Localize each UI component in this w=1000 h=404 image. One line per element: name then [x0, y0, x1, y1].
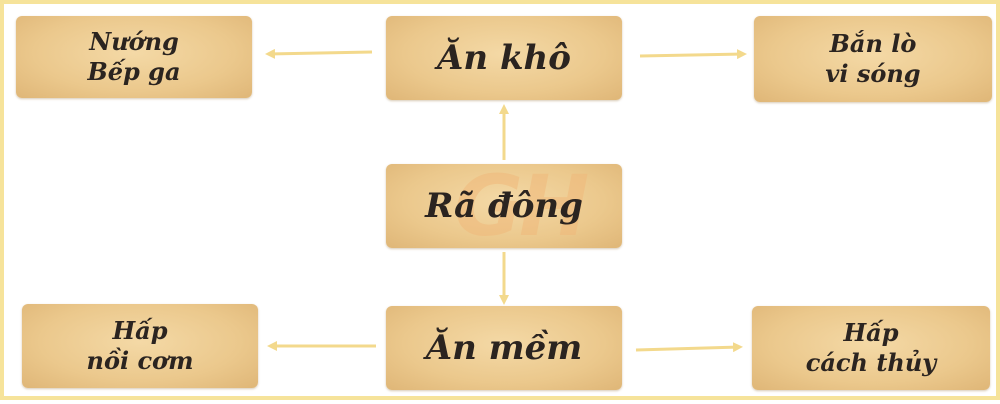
node-hap-noi-com: Hấp nồi cơm	[22, 304, 258, 388]
node-label: Ăn mềm	[425, 327, 583, 368]
node-hap-cach-thuy: Hấp cách thủy	[752, 306, 990, 390]
node-label: Bếp ga	[87, 57, 181, 86]
node-an-mem: Ăn mềm	[386, 306, 622, 390]
node-label: cách thủy	[805, 348, 937, 377]
node-label: Hấp	[843, 318, 899, 347]
node-nuong-bep-ga: Nướng Bếp ga	[16, 16, 252, 98]
node-label: nồi cơm	[86, 346, 194, 375]
arrow-to-hap-cach-thuy	[635, 342, 743, 353]
arrow-to-lo-vi-song	[639, 49, 747, 60]
node-label: Bắn lò	[829, 29, 917, 58]
node-label: Rã đông	[425, 185, 583, 226]
node-label: Hấp	[112, 316, 168, 345]
arrow-to-nuong	[265, 48, 373, 59]
node-label: Nướng	[89, 27, 179, 56]
arrows-layer	[265, 48, 747, 353]
node-label: Ăn khô	[437, 37, 571, 78]
node-ban-lo-vi-song: Bắn lò vi sóng	[754, 16, 992, 102]
node-label: vi sóng	[825, 59, 921, 88]
node-ra-dong: GH Rã đông	[386, 157, 622, 255]
node-an-kho: Ăn khô	[386, 16, 622, 100]
